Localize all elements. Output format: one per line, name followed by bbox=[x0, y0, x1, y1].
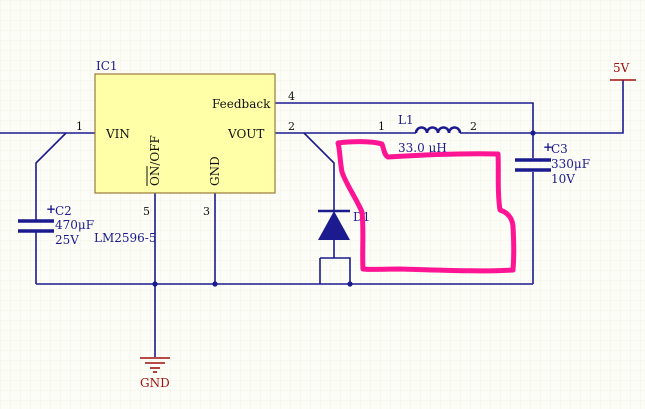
pin-label-vin: VIN bbox=[105, 127, 130, 141]
l1-designator: L1 bbox=[398, 113, 414, 127]
c3-polarity-plus: + bbox=[543, 140, 553, 154]
ic1[interactable]: IC1 LM2596-5 VIN VOUT Feedback GND ON/OF… bbox=[76, 59, 295, 245]
junction-dot bbox=[152, 281, 158, 287]
power-port-5v[interactable]: 5V bbox=[610, 61, 636, 81]
l1-value: 33.0 μH bbox=[398, 141, 447, 155]
junction-dot bbox=[530, 130, 536, 136]
l1-pin1: 1 bbox=[378, 120, 385, 133]
switch-node-wire[interactable] bbox=[303, 132, 335, 210]
wires bbox=[0, 80, 624, 357]
junction-dot bbox=[347, 281, 353, 287]
l1-output-wire[interactable] bbox=[460, 80, 624, 134]
c3-value: 330μF bbox=[551, 157, 590, 171]
l1-coil bbox=[414, 126, 462, 134]
junction-dot bbox=[212, 281, 218, 287]
pin-label-on-off: ON/OFF bbox=[148, 135, 162, 186]
ic1-designator: IC1 bbox=[96, 59, 118, 73]
highlight-annotation bbox=[335, 139, 517, 274]
c2-voltage: 25V bbox=[55, 233, 79, 247]
ground-port[interactable]: GND bbox=[140, 357, 170, 390]
pin-label-gnd: GND bbox=[208, 156, 222, 186]
pin-number-vout: 2 bbox=[288, 120, 295, 133]
inductor-l1[interactable]: L1 33.0 μH 1 2 bbox=[378, 113, 477, 155]
capacitor-c3[interactable]: + C3 330μF 10V bbox=[515, 140, 590, 186]
pin-number-feedback: 4 bbox=[288, 90, 295, 103]
pin-label-vout: VOUT bbox=[227, 127, 264, 141]
feedback-wire[interactable] bbox=[275, 102, 534, 158]
pin-number-gnd: 3 bbox=[203, 205, 210, 218]
l1-pin2: 2 bbox=[470, 120, 477, 133]
pin-number-on-off: 5 bbox=[143, 205, 150, 218]
pin-number-vin: 1 bbox=[76, 120, 83, 133]
c3-voltage: 10V bbox=[551, 172, 575, 186]
diode-bottom-wire[interactable] bbox=[319, 257, 351, 284]
power-port-label: 5V bbox=[613, 61, 630, 75]
c2-top-wire[interactable] bbox=[35, 132, 67, 220]
ground-port-label: GND bbox=[140, 376, 170, 390]
c2-designator: C2 bbox=[55, 204, 72, 218]
c3-designator: C3 bbox=[551, 142, 568, 156]
c2-polarity-plus: + bbox=[46, 202, 56, 216]
pin-label-feedback: Feedback bbox=[212, 97, 271, 111]
d1-triangle bbox=[318, 211, 350, 240]
junctions bbox=[152, 130, 536, 287]
ic1-part-number: LM2596-5 bbox=[94, 231, 156, 245]
c2-value: 470μF bbox=[55, 218, 94, 232]
capacitor-c2[interactable]: + C2 470μF 25V bbox=[18, 202, 94, 247]
ic1-body[interactable] bbox=[94, 73, 276, 194]
